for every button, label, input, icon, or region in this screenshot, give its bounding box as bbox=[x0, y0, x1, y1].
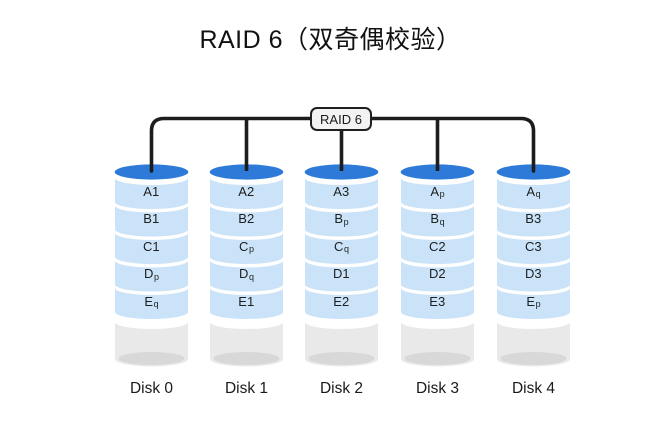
block-label: A2 bbox=[238, 183, 255, 199]
raid-controller-box: RAID 6 bbox=[310, 107, 372, 131]
block-label: E1 bbox=[238, 293, 255, 309]
block-label: C3 bbox=[524, 238, 542, 254]
block-label: B1 bbox=[143, 211, 160, 226]
disk-label: Disk 2 bbox=[319, 380, 364, 397]
block-label: A3 bbox=[333, 183, 350, 199]
block-label: B3 bbox=[525, 211, 542, 226]
block-label: E3 bbox=[429, 293, 446, 309]
block-label: C1 bbox=[142, 238, 160, 254]
block-label: D1 bbox=[332, 266, 350, 281]
page-title: RAID 6（双奇偶校验） bbox=[199, 26, 462, 54]
block-label: D2 bbox=[428, 266, 446, 281]
disk-label: Disk 4 bbox=[511, 380, 556, 397]
block-label: D3 bbox=[524, 266, 542, 281]
block-label: B2 bbox=[238, 211, 255, 226]
disk-label: Disk 1 bbox=[224, 380, 269, 397]
block-label: C2 bbox=[428, 238, 446, 254]
block-label: E2 bbox=[333, 293, 350, 309]
disk-label: Disk 3 bbox=[415, 380, 460, 397]
block-label: A1 bbox=[143, 183, 160, 199]
raid-controller-label: RAID 6 bbox=[320, 111, 362, 127]
disk-label: Disk 0 bbox=[129, 380, 174, 397]
